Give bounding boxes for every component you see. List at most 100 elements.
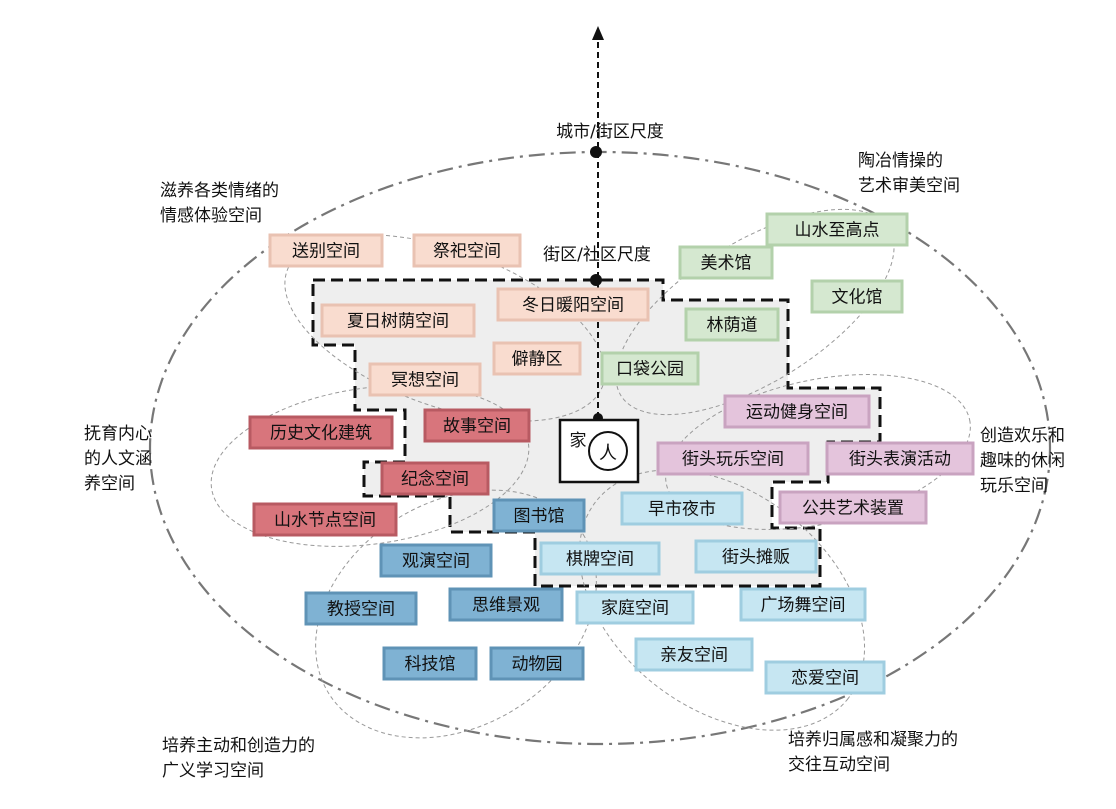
humanity-caption-line3: 养空间 — [84, 474, 135, 494]
space-label-gonggong: 公共艺术装置 — [802, 499, 904, 519]
space-pijing: 僻静区 — [492, 341, 582, 376]
space-lishi: 历史文化建筑 — [248, 415, 394, 450]
space-label-dongwuyuan: 动物园 — [512, 655, 563, 675]
space-box-dongwuyuan — [489, 646, 585, 681]
space-jietou-biaoyan: 街头表演活动 — [825, 441, 975, 476]
space-box-xiari — [320, 303, 476, 338]
aesthetic-caption-line2: 艺术审美空间 — [858, 176, 960, 196]
space-box-jietou-biaoyan — [825, 441, 975, 476]
space-label-pijing: 僻静区 — [512, 350, 563, 370]
space-label-mingxiang: 冥想空间 — [391, 371, 459, 391]
space-label-kejiguan: 科技馆 — [405, 655, 456, 675]
space-label-tushuguan: 图书馆 — [514, 507, 565, 527]
space-label-jietou-biaoyan: 街头表演活动 — [849, 450, 951, 470]
space-box-gonggong — [778, 490, 928, 525]
space-mingxiang: 冥想空间 — [368, 362, 482, 397]
space-box-meishuguan — [678, 245, 774, 280]
space-box-guangchang — [739, 587, 867, 622]
humanity-group-ellipse — [210, 385, 530, 547]
space-box-jietou-tanfan — [694, 539, 818, 574]
space-linyindao: 林荫道 — [684, 307, 780, 342]
space-label-meishuguan: 美术馆 — [701, 254, 752, 274]
space-label-jietou-wanle: 街头玩乐空间 — [682, 450, 784, 470]
space-label-zaoshi: 早市夜市 — [648, 500, 716, 520]
space-yundong: 运动健身空间 — [723, 394, 871, 429]
person-label: 人 — [599, 443, 617, 464]
space-label-jiaoshou: 教授空间 — [327, 600, 395, 620]
space-jinian: 纪念空间 — [380, 461, 490, 496]
space-box-tushuguan — [492, 498, 586, 533]
space-jiaoshou: 教授空间 — [304, 591, 418, 626]
emotion-caption-line1: 滋养各类情绪的 — [160, 181, 279, 201]
space-box-shanshui-jiedian — [252, 502, 398, 537]
space-shanshui-jiedian: 山水节点空间 — [252, 502, 398, 537]
space-box-jiating — [575, 590, 695, 625]
space-label-dongri: 冬日暖阳空间 — [522, 296, 624, 316]
space-box-dongri — [496, 287, 650, 322]
space-box-kejiguan — [382, 646, 478, 681]
space-label-qipai: 棋牌空间 — [566, 550, 634, 570]
axis-arrowhead — [592, 26, 604, 40]
space-label-lishi: 历史文化建筑 — [270, 424, 372, 444]
space-box-jiaoshou — [304, 591, 418, 626]
humanity-caption-line1: 抚育内心 — [84, 424, 152, 444]
space-wenhuaguan: 文化馆 — [810, 279, 904, 314]
space-label-gushi: 故事空间 — [443, 417, 511, 437]
social-caption-line1: 培养归属感和凝聚力的 — [788, 730, 958, 750]
space-label-shanshui-gaodian: 山水至高点 — [795, 221, 880, 241]
space-xiari: 夏日树荫空间 — [320, 303, 476, 338]
space-jietou-wanle: 街头玩乐空间 — [656, 441, 810, 476]
space-box-koudai — [600, 351, 700, 386]
space-box-jinian — [380, 461, 490, 496]
space-box-guanyan — [379, 543, 493, 578]
space-guangchang: 广场舞空间 — [739, 587, 867, 622]
learning-group-ellipse — [315, 489, 597, 739]
space-label-guanyan: 观演空间 — [402, 552, 470, 572]
space-dongri: 冬日暖阳空间 — [496, 287, 650, 322]
space-label-xiari: 夏日树荫空间 — [347, 312, 449, 332]
space-label-shanshui-jiedian: 山水节点空间 — [274, 511, 376, 531]
space-dongwuyuan: 动物园 — [489, 646, 585, 681]
space-gonggong: 公共艺术装置 — [778, 490, 928, 525]
space-qinyou: 亲友空间 — [634, 637, 754, 672]
space-label-jiating: 家庭空间 — [601, 599, 669, 619]
space-box-songbie — [268, 233, 384, 268]
leisure-caption-line2: 趣味的休闲 — [980, 451, 1065, 471]
space-label-linyindao: 林荫道 — [707, 316, 758, 336]
space-box-zaoshi — [620, 491, 744, 526]
leisure-caption-line1: 创造欢乐和 — [980, 426, 1065, 446]
space-meishuguan: 美术馆 — [678, 245, 774, 280]
space-label-qinyou: 亲友空间 — [660, 646, 728, 666]
space-box-linyindao — [684, 307, 780, 342]
space-shanshui-gaodian: 山水至高点 — [765, 212, 909, 247]
space-label-jinian: 纪念空间 — [401, 469, 469, 490]
space-box-siwei — [448, 587, 564, 622]
space-box-yundong — [723, 394, 871, 429]
learning-caption-line2: 广义学习空间 — [162, 761, 264, 781]
person-circle — [588, 431, 628, 471]
space-box-gushi — [423, 408, 531, 443]
space-box-lishi — [248, 415, 394, 450]
space-label-songbie: 送别空间 — [292, 242, 360, 262]
aesthetic-caption-line1: 陶冶情操的 — [858, 151, 943, 171]
space-box-wenhuaguan — [810, 279, 904, 314]
space-lianai: 恋爱空间 — [764, 660, 886, 695]
space-jisi: 祭祀空间 — [412, 233, 522, 268]
space-box-qinyou — [634, 637, 754, 672]
space-gushi: 故事空间 — [423, 408, 531, 443]
space-jiating: 家庭空间 — [575, 590, 695, 625]
space-kejiguan: 科技馆 — [382, 646, 478, 681]
space-box-jietou-wanle — [656, 441, 810, 476]
space-box-jisi — [412, 233, 522, 268]
space-label-jisi: 祭祀空间 — [433, 242, 501, 262]
space-koudai: 口袋公园 — [600, 351, 700, 386]
space-songbie: 送别空间 — [268, 233, 384, 268]
space-jietou-tanfan: 街头摊贩 — [694, 539, 818, 574]
axis-dot-city — [590, 146, 602, 158]
space-box-mingxiang — [368, 362, 482, 397]
space-label-lianai: 恋爱空间 — [791, 668, 859, 689]
space-qipai: 棋牌空间 — [539, 541, 661, 576]
emotion-caption-line2: 情感体验空间 — [160, 206, 262, 226]
